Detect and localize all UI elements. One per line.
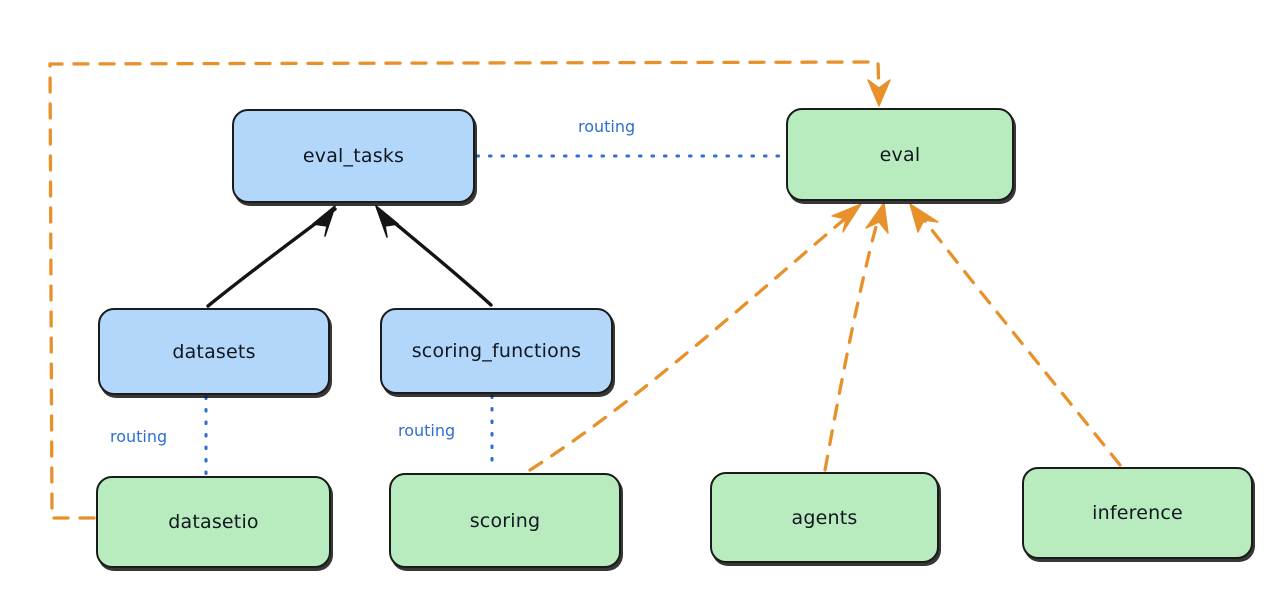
edge-label-routing-scoring-functions-scoring: routing	[398, 421, 456, 440]
node-datasets-label: datasets	[172, 340, 256, 363]
node-scoring-label: scoring	[469, 509, 541, 532]
node-eval-tasks[interactable]: eval_tasks	[232, 109, 475, 203]
node-inference[interactable]: inference	[1022, 467, 1253, 559]
node-scoring-functions[interactable]: scoring_functions	[380, 308, 613, 394]
edge-dependency-scoring-to-eval	[528, 203, 862, 472]
edge-composition-scoring-functions-to-eval-tasks	[375, 205, 493, 307]
node-datasetio[interactable]: datasetio	[96, 476, 331, 568]
node-agents[interactable]: agents	[710, 472, 939, 563]
node-datasetio-label: datasetio	[168, 511, 259, 533]
edge-label-routing-eval-tasks-eval: routing	[578, 117, 636, 136]
edge-label-routing-datasets-datasetio: routing	[110, 427, 168, 446]
node-eval-tasks-label: eval_tasks	[302, 145, 405, 167]
node-agents-label: agents	[791, 506, 858, 529]
node-scoring[interactable]: scoring	[389, 473, 621, 568]
node-eval[interactable]: eval	[786, 108, 1014, 201]
node-eval-label: eval	[879, 143, 921, 166]
edge-dependency-agents-to-eval	[823, 202, 889, 472]
node-datasets[interactable]: datasets	[98, 308, 330, 395]
node-inference-label: inference	[1092, 502, 1183, 524]
edge-dependency-datasetio-to-eval	[48, 60, 891, 520]
edge-composition-datasets-to-eval-tasks	[206, 205, 337, 308]
edge-dependency-inference-to-eval	[909, 203, 1122, 467]
node-scoring-functions-label: scoring_functions	[411, 340, 582, 362]
